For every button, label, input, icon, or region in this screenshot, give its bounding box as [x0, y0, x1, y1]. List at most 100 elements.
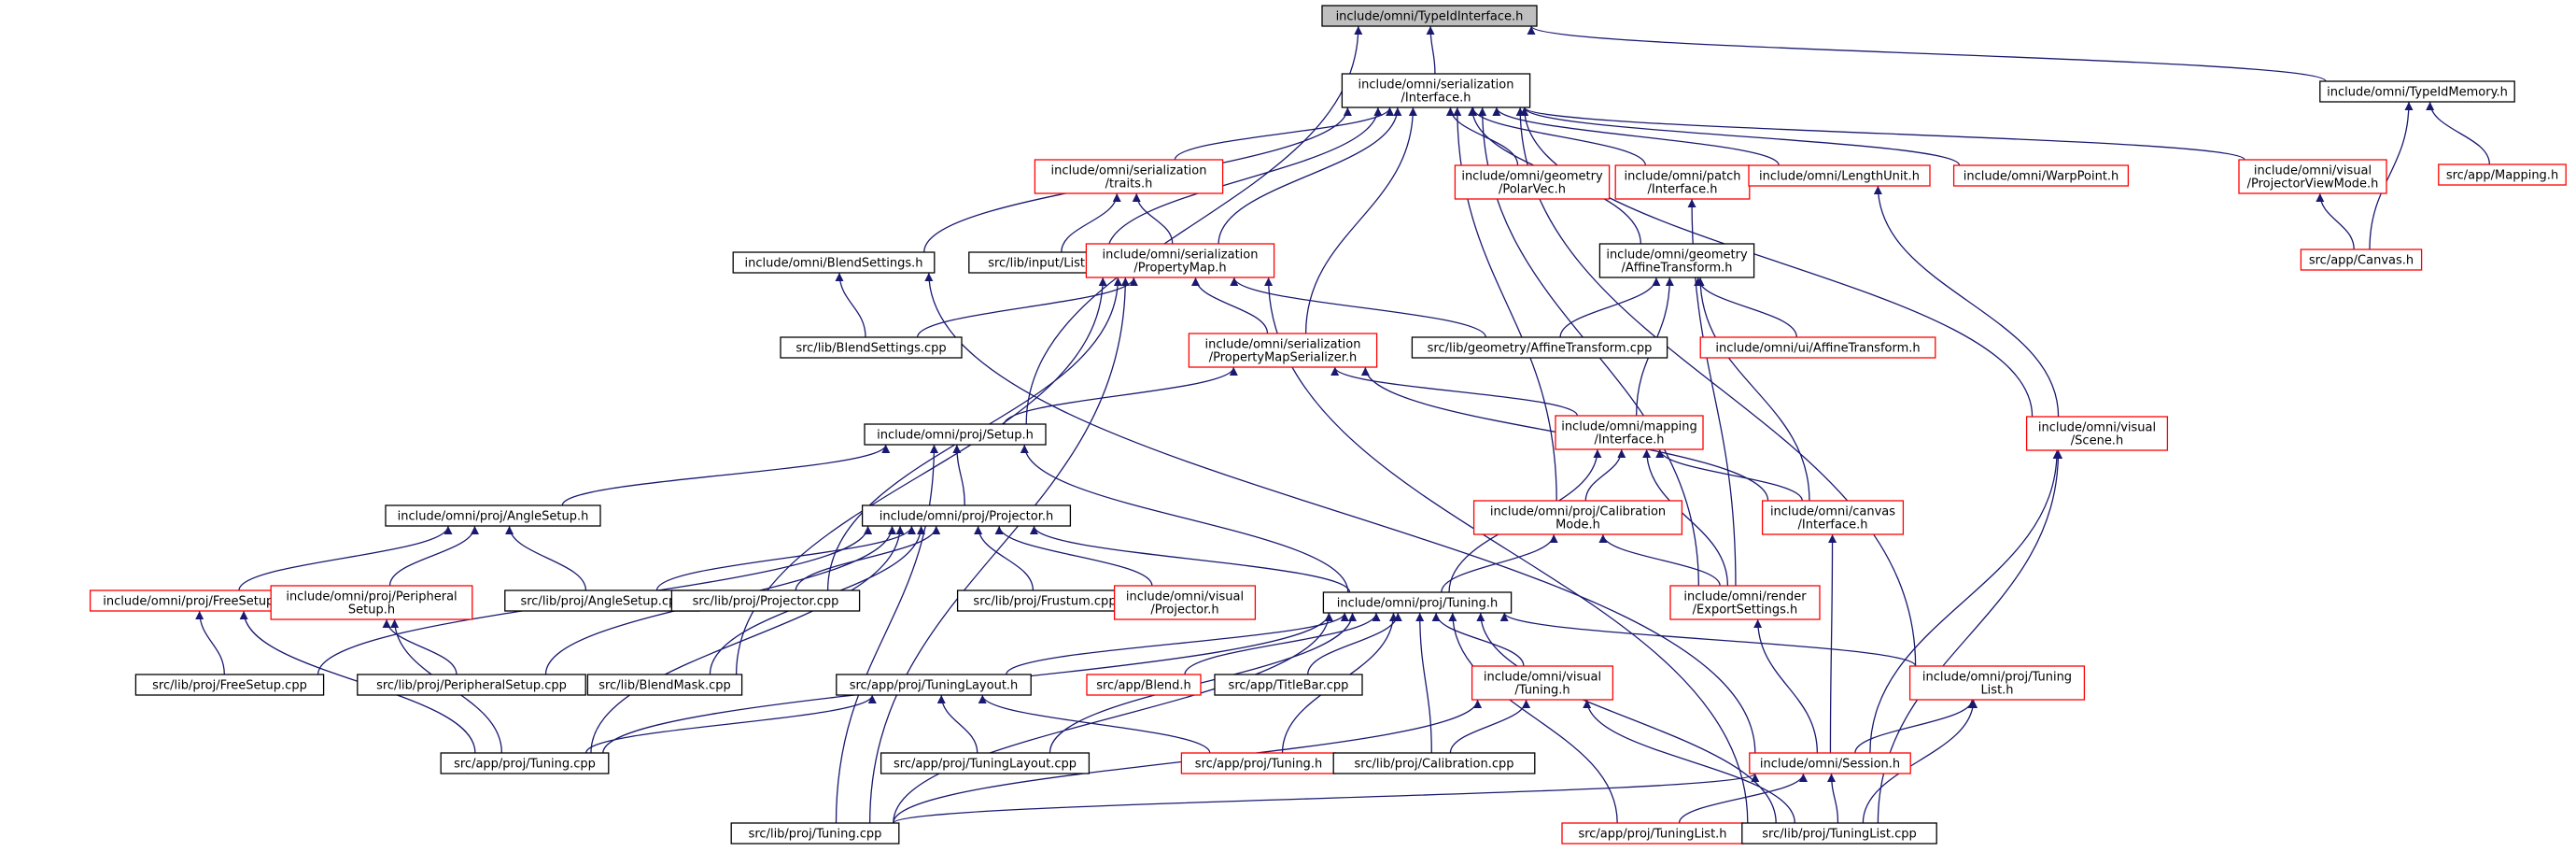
node-tlaycpp[interactable]: src/app/proj/TuningLayout.cpp [880, 752, 1091, 774]
edge-titlebar-to-tuning [1307, 612, 1402, 675]
node-blend[interactable]: include/omni/BlendSettings.h [732, 251, 936, 274]
node-pms[interactable]: include/omni/serialization/PropertyMapSe… [1188, 333, 1378, 368]
node-tuning[interactable]: include/omni/proj/Tuning.h [1322, 591, 1513, 614]
node-map[interactable]: src/app/Mapping.h [2438, 163, 2567, 186]
node-label: /ProjectorViewMode.h [2247, 178, 2379, 192]
edge-apptlist-to-tuning [1448, 612, 1618, 824]
node-label: include/omni/proj/AngleSetup.h [398, 510, 589, 524]
node-periphcpp[interactable]: src/lib/proj/PeripheralSetup.cpp [357, 674, 586, 696]
node-titlebar[interactable]: src/app/TitleBar.cpp [1214, 674, 1363, 696]
node-appblend[interactable]: src/app/Blend.h [1086, 674, 1202, 696]
node-polar[interactable]: include/omni/geometry/PolarVec.h [1454, 164, 1611, 200]
edge-session-to-scene [1869, 449, 2062, 754]
node-box [2025, 416, 2169, 451]
node-freecpp[interactable]: src/lib/proj/FreeSetup.cpp [134, 674, 325, 696]
node-label: include/omni/geometry [1461, 170, 1603, 184]
node-export[interactable]: include/omni/render/ExportSettings.h [1669, 585, 1821, 620]
node-box [880, 752, 1091, 774]
node-tlisth[interactable]: include/omni/proj/TuningList.h [1908, 665, 2086, 701]
edge-length-to-ser [1492, 106, 1780, 166]
edge-canvi-to-affine [1696, 277, 1810, 502]
node-warp[interactable]: include/omni/WarpPoint.h [1952, 164, 2130, 187]
node-canvas[interactable]: src/app/Canvas.h [2300, 248, 2423, 271]
node-root[interactable]: include/omni/TypeIdInterface.h [1321, 5, 1538, 27]
node-affine[interactable]: include/omni/geometry/AffineTransform.h [1598, 243, 1755, 278]
node-mapi[interactable]: include/omni/mapping/Interface.h [1555, 415, 1704, 450]
node-projcpp[interactable]: src/lib/proj/Projector.cpp [670, 589, 861, 612]
node-label: include/omni/proj/Peripheral [286, 590, 457, 604]
node-affcpp[interactable]: src/lib/geometry/AffineTransform.cpp [1411, 336, 1668, 359]
node-box [1952, 164, 2130, 187]
edge-anglecpp-to-projector [655, 525, 916, 591]
node-angle[interactable]: include/omni/proj/AngleSetup.h [385, 504, 601, 527]
node-apptunh[interactable]: src/app/proj/Tuning.h [1180, 752, 1337, 774]
node-box [1034, 159, 1224, 194]
node-box [1454, 164, 1611, 200]
node-libtun[interactable]: src/lib/proj/Tuning.cpp [730, 822, 900, 845]
node-frust[interactable]: src/lib/proj/Frustum.cpp [956, 589, 1133, 612]
node-tim[interactable]: include/omni/TypeIdMemory.h [2319, 80, 2515, 103]
node-setup[interactable]: include/omni/proj/Setup.h [864, 423, 1047, 446]
edge-list-to-traits [1061, 192, 1121, 253]
node-label: include/omni/serialization [1205, 338, 1361, 352]
edge-tim-to-root [1527, 25, 2327, 82]
node-session[interactable]: include/omni/Session.h [1749, 752, 1911, 774]
node-label: include/omni/proj/Projector.h [880, 510, 1054, 524]
edge-scene-to-ser [1520, 106, 2034, 418]
edge-setup-to-pms [1004, 366, 1238, 425]
node-box [1598, 243, 1755, 278]
edge-session-to-export [1753, 618, 1818, 754]
edge-libtun-to-session [893, 773, 1759, 824]
edge-periphcpp-to-periph [382, 618, 457, 675]
node-uiaff[interactable]: include/omni/ui/AffineTransform.h [1699, 336, 1936, 359]
node-label: src/app/proj/TuningList.h [1578, 828, 1726, 842]
edge-tuning-to-projector [1030, 525, 1351, 593]
node-free[interactable]: include/omni/proj/FreeSetup.h [89, 589, 300, 612]
node-patch[interactable]: include/omni/patch/Interface.h [1614, 164, 1751, 200]
node-label: include/omni/serialization [1051, 164, 1207, 178]
node-traits[interactable]: include/omni/serialization/traits.h [1034, 159, 1224, 194]
node-label: src/lib/proj/Tuning.cpp [749, 828, 882, 842]
node-box [1669, 585, 1821, 620]
node-apptlist[interactable]: src/app/proj/TuningList.h [1561, 822, 1744, 845]
node-box [1471, 665, 1614, 701]
node-blendcpp[interactable]: src/lib/BlendSettings.cpp [780, 336, 963, 359]
node-length[interactable]: include/omni/LengthUnit.h [1748, 164, 1931, 187]
edge-list-to-ser [1106, 106, 1383, 253]
node-projector[interactable]: include/omni/proj/Projector.h [861, 504, 1072, 527]
node-label: /Scene.h [2071, 434, 2123, 448]
node-label: src/app/proj/TuningLayout.h [850, 679, 1019, 693]
node-box [861, 504, 1072, 527]
node-label: include/omni/WarpPoint.h [1964, 170, 2119, 184]
edge-session-to-blend [924, 272, 1756, 754]
edge-affcpp-to-pmap [1230, 277, 1486, 338]
node-vistun[interactable]: include/omni/visual/Tuning.h [1471, 665, 1614, 701]
node-blendmask[interactable]: src/lib/BlendMask.cpp [586, 674, 743, 696]
node-canvi[interactable]: include/omni/canvas/Interface.h [1761, 500, 1905, 535]
node-tlayh[interactable]: src/app/proj/TuningLayout.h [836, 674, 1032, 696]
node-ser[interactable]: include/omni/serialization/Interface.h [1341, 73, 1531, 108]
node-pmap[interactable]: include/omni/serialization/PropertyMap.h [1085, 243, 1275, 278]
node-box [270, 585, 473, 620]
edge-blendcpp-to-pmap [917, 277, 1138, 338]
node-box [1322, 591, 1513, 614]
node-pvm[interactable]: include/omni/visual/ProjectorViewMode.h [2238, 159, 2387, 194]
node-box [2238, 159, 2387, 194]
node-periph[interactable]: include/omni/proj/PeripheralSetup.h [270, 585, 473, 620]
node-label: include/omni/serialization [1103, 248, 1259, 263]
node-box [1188, 333, 1378, 368]
node-box [2300, 248, 2423, 271]
node-libtlist[interactable]: src/lib/proj/TuningList.cpp [1741, 822, 1937, 845]
node-anglecpp[interactable]: src/lib/proj/AngleSetup.cpp [504, 589, 700, 612]
node-box [134, 674, 325, 696]
node-scene[interactable]: include/omni/visual/Scene.h [2025, 416, 2169, 451]
node-apptuncpp[interactable]: src/app/proj/Tuning.cpp [440, 752, 610, 774]
edge-canvi-to-mapi [1655, 448, 1803, 502]
node-calibcpp[interactable]: src/lib/proj/Calibration.cpp [1332, 752, 1536, 774]
node-visproj[interactable]: include/omni/visual/Projector.h [1113, 585, 1257, 620]
edge-pvm-to-ser [1520, 106, 2245, 161]
node-box [1113, 585, 1257, 620]
edge-libtlist-to-session [1827, 773, 1839, 824]
